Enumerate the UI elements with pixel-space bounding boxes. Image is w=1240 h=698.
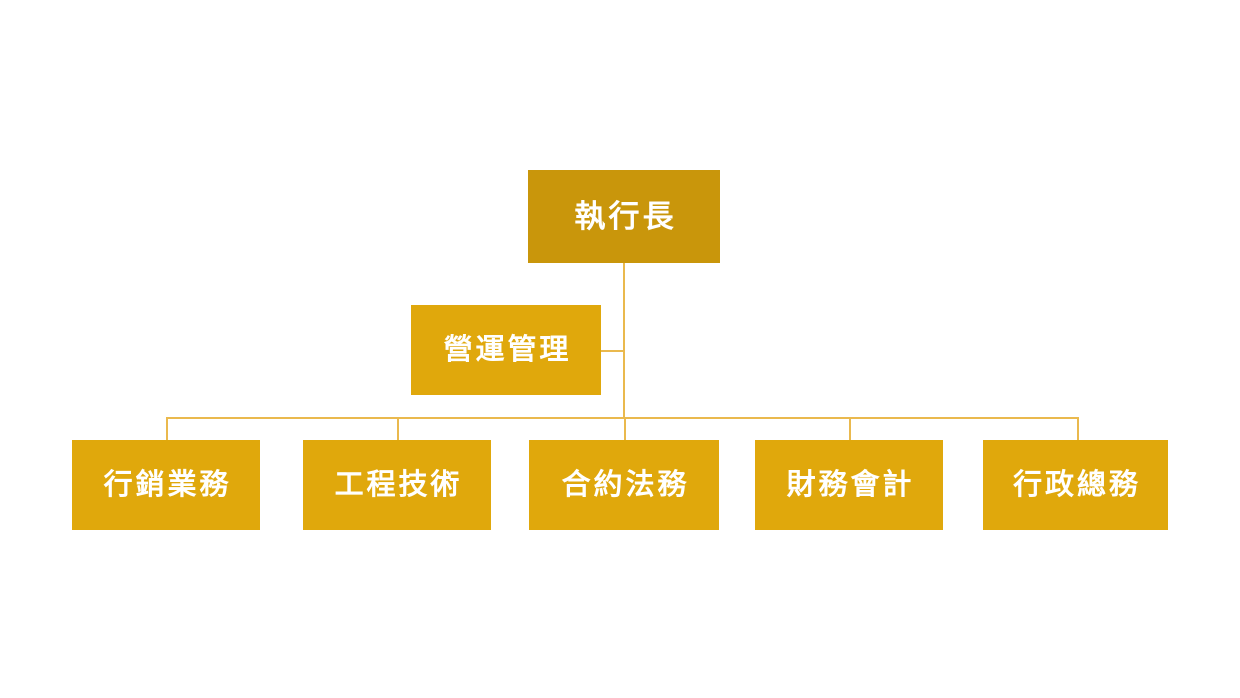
node-operations-management[interactable]: 營運管理: [411, 305, 601, 395]
node-department-5[interactable]: 行政總務: [983, 440, 1168, 530]
node-department-1-label: 行銷業務: [103, 468, 232, 501]
node-department-1[interactable]: 行銷業務: [72, 440, 260, 530]
node-department-4[interactable]: 財務會計: [755, 440, 943, 530]
node-department-2-label: 工程技術: [334, 468, 463, 501]
node-department-3[interactable]: 合約法務: [529, 440, 719, 530]
node-department-3-label: 合約法務: [561, 468, 690, 501]
node-department-5-label: 行政總務: [1013, 468, 1141, 501]
horizontal-bus-line: [166, 417, 1079, 419]
node-department-4-label: 財務會計: [786, 468, 915, 501]
drop-line-2: [397, 417, 399, 440]
staff-stub-line: [601, 350, 625, 352]
node-ceo[interactable]: 執行長: [528, 170, 720, 263]
drop-line-1: [166, 417, 168, 440]
drop-line-5: [1077, 417, 1079, 440]
node-operations-management-label: 營運管理: [443, 333, 572, 366]
drop-line-3: [624, 417, 626, 440]
node-department-2[interactable]: 工程技術: [303, 440, 491, 530]
trunk-line: [623, 263, 625, 419]
drop-line-4: [849, 417, 851, 440]
node-ceo-label: 執行長: [574, 199, 677, 234]
